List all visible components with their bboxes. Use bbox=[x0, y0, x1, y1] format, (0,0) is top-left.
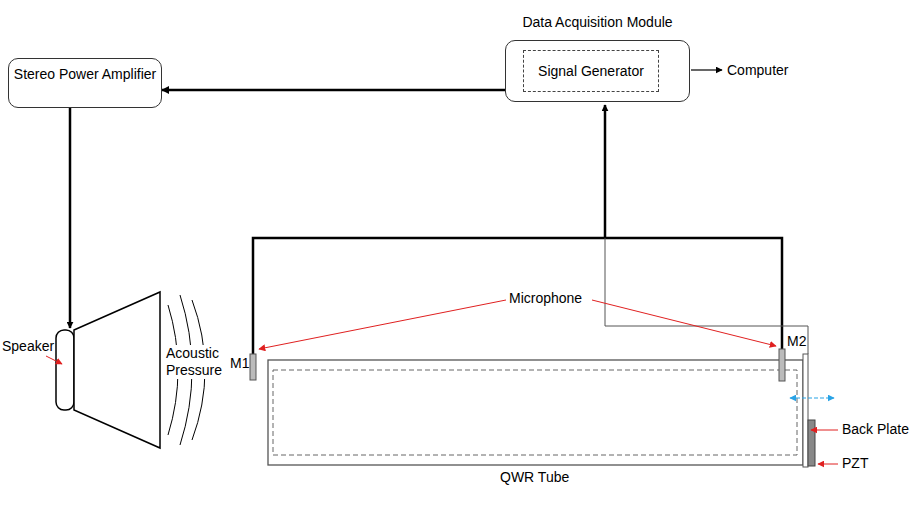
speaker-cone bbox=[74, 292, 160, 448]
daq-input-wire bbox=[604, 105, 607, 238]
microphone-leader bbox=[259, 300, 506, 349]
computer-arrow bbox=[691, 69, 722, 70]
microphone-m1 bbox=[250, 354, 256, 380]
microphone-leader bbox=[592, 300, 776, 346]
generator-box: Signal Generator bbox=[523, 50, 659, 92]
speaker-magnet bbox=[56, 330, 74, 410]
speaker-leader bbox=[46, 356, 62, 364]
pzt-leader bbox=[818, 464, 838, 465]
microphone-id: M2 bbox=[787, 333, 806, 350]
part-label: PZT bbox=[842, 455, 868, 472]
vibration-arrow bbox=[790, 397, 834, 398]
microphone-bus bbox=[253, 238, 782, 354]
pzt-patch bbox=[808, 420, 815, 466]
back-plate-wire bbox=[605, 238, 808, 354]
microphone-id: M1 bbox=[230, 355, 249, 372]
module-heading: Data Acquisition Module bbox=[496, 14, 699, 30]
part-label: Speaker bbox=[2, 338, 54, 355]
speaker-wire bbox=[69, 105, 72, 328]
signal-arrow bbox=[162, 89, 505, 92]
box-text: Stereo Power Amplifier bbox=[9, 66, 161, 83]
part-label: QWR Tube bbox=[500, 469, 569, 486]
back-plate bbox=[803, 354, 808, 467]
qwr-tube bbox=[268, 360, 803, 465]
part-label: Microphone bbox=[509, 290, 582, 307]
box-text: Signal Generator bbox=[524, 63, 658, 80]
microphone-m2 bbox=[779, 349, 785, 381]
part-label: Back Plate bbox=[842, 421, 909, 438]
amplifier-box: Stereo Power Amplifier bbox=[8, 58, 162, 108]
output-label: Computer bbox=[727, 62, 788, 79]
module-box: Data Acquisition ModuleSignal Generator bbox=[505, 40, 690, 102]
part-label: Acoustic Pressure bbox=[166, 345, 230, 379]
back-plate-leader bbox=[811, 430, 838, 431]
tube-inner-wall bbox=[273, 370, 797, 455]
